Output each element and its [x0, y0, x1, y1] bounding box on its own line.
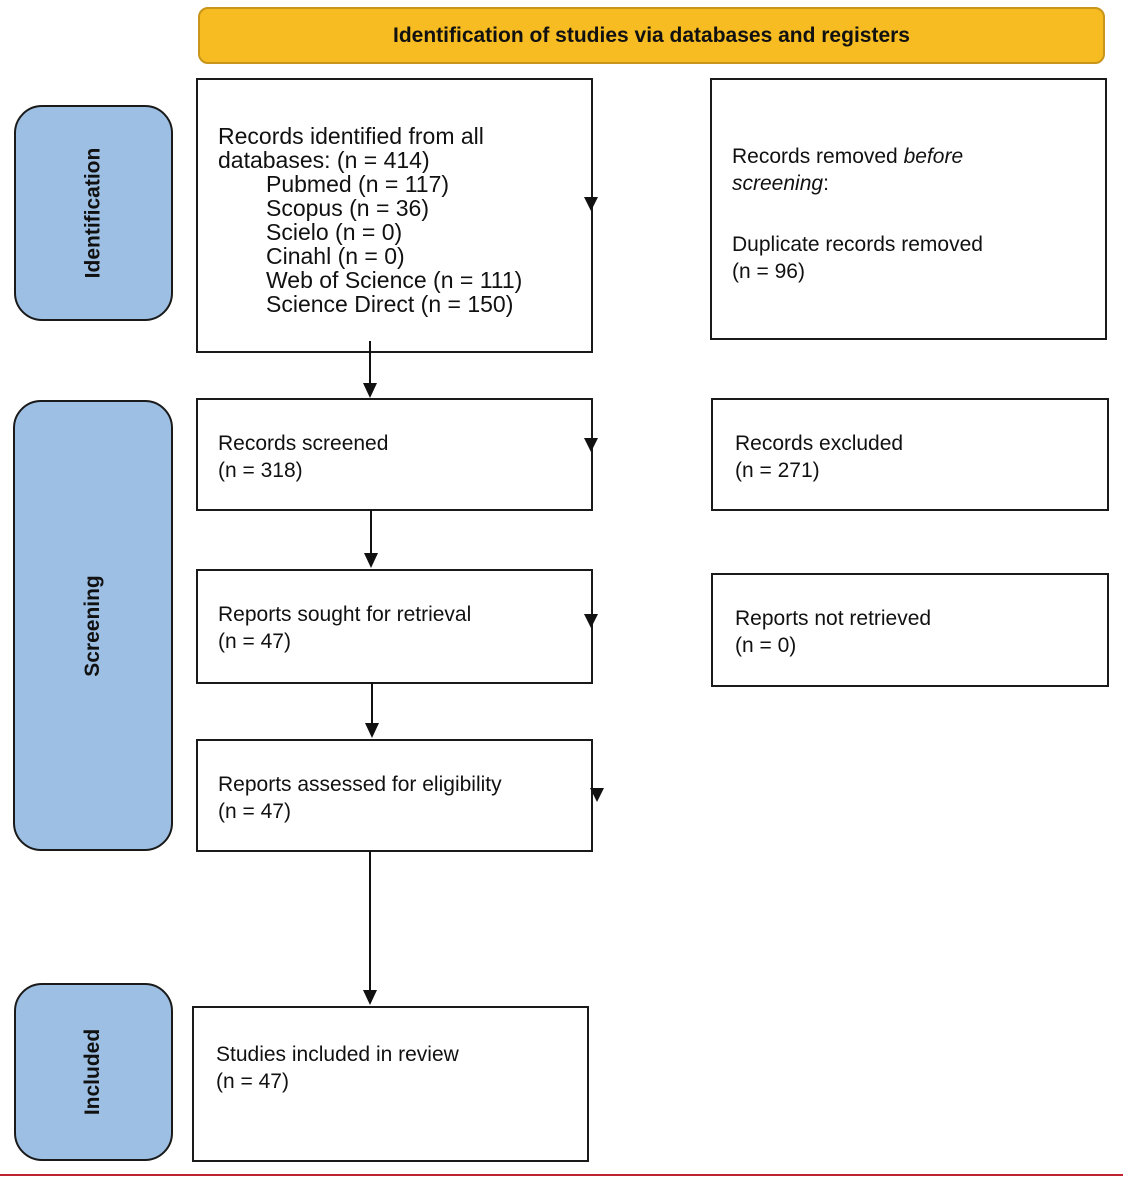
arrow-identified-to-screened-head	[363, 383, 377, 398]
records-excluded-count: (n = 271)	[735, 459, 820, 482]
records-removed-line1: Records removed before	[732, 145, 964, 168]
duplicate-records-label: Duplicate records removed	[732, 233, 983, 256]
duplicate-records-count: (n = 96)	[732, 260, 805, 283]
records-removed-box: Records removed before screening: Duplic…	[710, 78, 1107, 340]
source-web-of-science: Web of Science (n = 111)	[266, 267, 523, 293]
reports-not-retrieved-count: (n = 0)	[735, 634, 797, 657]
source-scielo: Scielo (n = 0)	[266, 219, 403, 245]
records-screened-box: Records screened (n = 318)	[196, 398, 593, 511]
arrow-assessed-to-included-head	[363, 990, 377, 1005]
reports-assessed-count: (n = 47)	[218, 800, 291, 823]
stage-screening: Screening	[13, 400, 173, 851]
studies-included-label: Studies included in review	[216, 1043, 459, 1066]
source-cinahl: Cinahl (n = 0)	[266, 243, 405, 269]
arrow-sought-to-assessed-head	[365, 723, 379, 738]
arrow-screened-to-sought-head	[364, 553, 378, 568]
records-screened-count: (n = 318)	[218, 459, 303, 482]
records-excluded-label: Records excluded	[735, 432, 904, 455]
section-header: Identification of studies via databases …	[198, 7, 1105, 64]
source-scopus: Scopus (n = 36)	[266, 195, 430, 221]
records-identified-box: Records identified from all databases: (…	[196, 78, 593, 353]
records-screened-label: Records screened	[218, 432, 389, 455]
bottom-rule	[0, 1174, 1123, 1176]
records-removed-line2: screening:	[732, 172, 829, 195]
records-excluded-box: Records excluded (n = 271)	[711, 398, 1109, 511]
reports-sought-box: Reports sought for retrieval (n = 47)	[196, 569, 593, 684]
reports-assessed-label: Reports assessed for eligibility	[218, 773, 502, 796]
reports-sought-count: (n = 47)	[218, 630, 291, 653]
stage-included: Included	[14, 983, 173, 1161]
records-identified-line1: Records identified from all	[218, 123, 484, 149]
header-title: Identification of studies via databases …	[393, 23, 910, 47]
stage-identification: Identification	[14, 105, 173, 321]
reports-assessed-box: Reports assessed for eligibility (n = 47…	[196, 739, 593, 852]
source-pubmed: Pubmed (n = 117)	[266, 171, 450, 197]
arrowhead-assessed	[590, 788, 604, 802]
reports-not-retrieved-box: Reports not retrieved (n = 0)	[711, 573, 1109, 687]
studies-included-box: Studies included in review (n = 47)	[192, 1006, 589, 1162]
arrowhead-not-retrieved	[584, 614, 598, 628]
records-identified-line2: databases: (n = 414)	[218, 147, 430, 173]
arrowhead-excluded	[584, 438, 598, 452]
reports-not-retrieved-label: Reports not retrieved	[735, 607, 932, 630]
arrowhead-removed	[584, 197, 598, 211]
source-science-direct: Science Direct (n = 150)	[266, 291, 514, 317]
reports-sought-label: Reports sought for retrieval	[218, 603, 472, 626]
studies-included-count: (n = 47)	[216, 1070, 289, 1093]
